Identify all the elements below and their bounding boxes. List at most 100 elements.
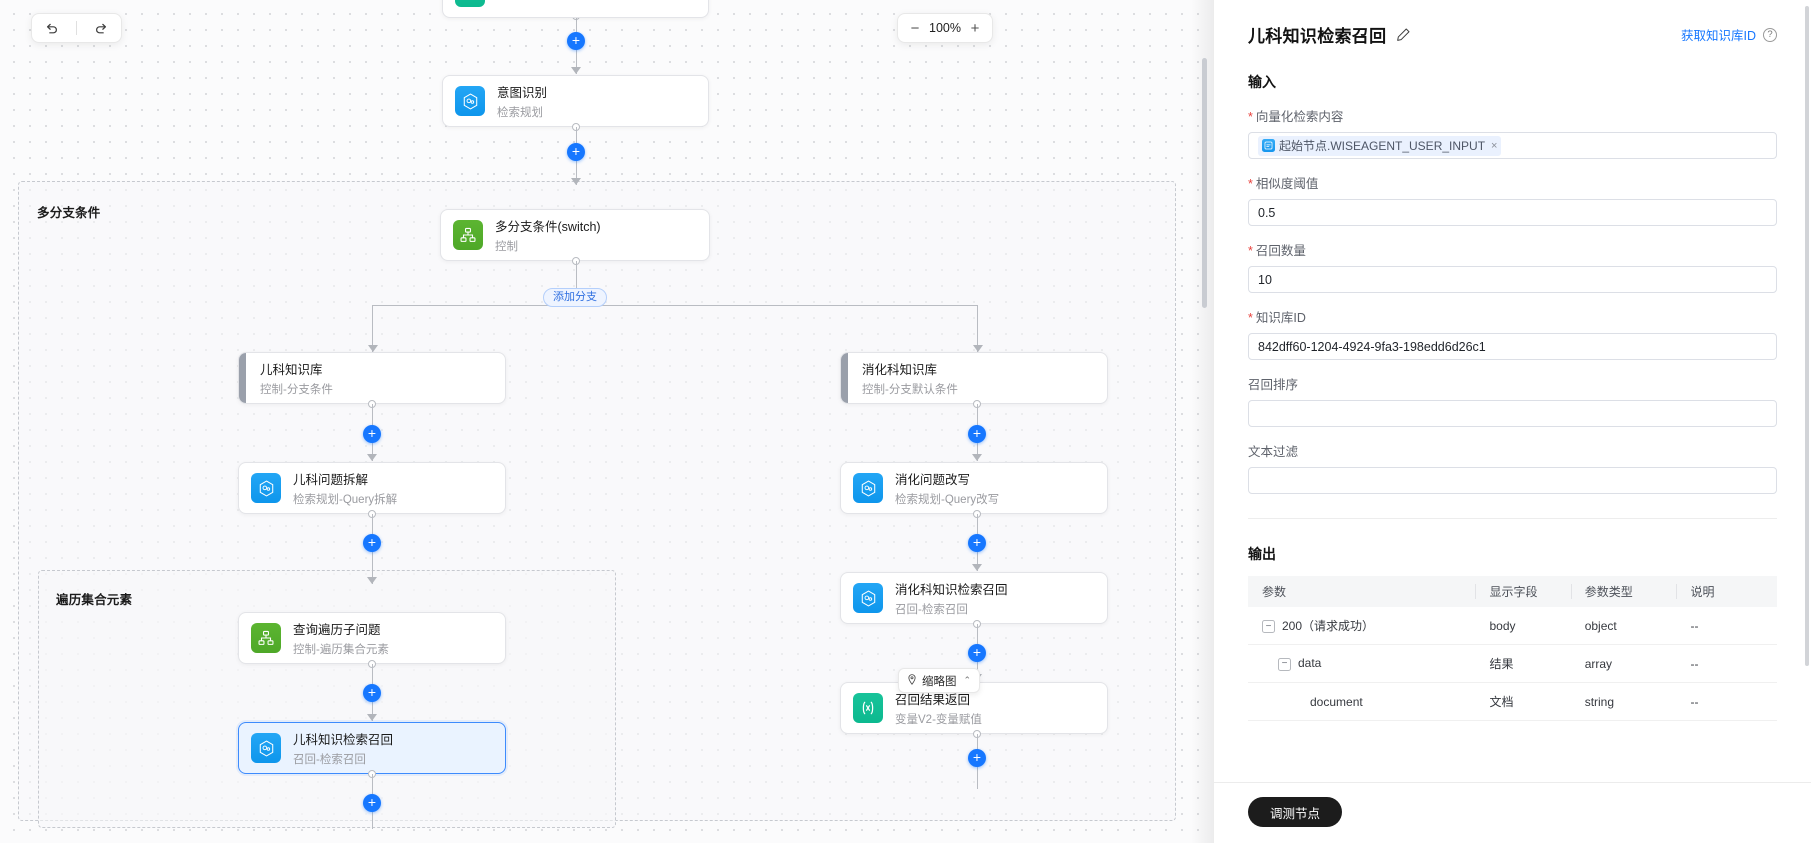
model-icon (455, 86, 485, 116)
vector-search-content-input[interactable]: 起始节点.WISEAGENT_USER_INPUT × (1248, 132, 1777, 159)
question-mark-icon[interactable]: ? (1763, 27, 1777, 42)
pencil-icon[interactable] (1396, 27, 1411, 42)
variable-icon (455, 0, 485, 7)
node-pediatric-knowledge-recall[interactable]: 儿科知识检索召回 召回-检索召回 (238, 722, 506, 774)
panel-footer: 调测节点 (1214, 782, 1811, 843)
zoom-out-button[interactable]: − (910, 19, 920, 37)
recall-sort-input[interactable] (1248, 400, 1777, 427)
add-node-button[interactable]: + (363, 425, 381, 443)
history-toolbar (31, 13, 122, 43)
debug-node-button[interactable]: 调测节点 (1248, 797, 1343, 827)
switch-icon (251, 623, 281, 653)
field-vector-search-content: *向量化检索内容 起始节点.WISEAGENT_USER_INPUT × (1248, 106, 1777, 159)
column-header-display-field: 显示字段 (1475, 576, 1571, 607)
switch-icon (453, 220, 483, 250)
node-title: 变量V2 (497, 0, 537, 2)
collapse-toggle-icon[interactable]: − (1262, 620, 1275, 634)
panel-scrollbar[interactable] (1805, 6, 1809, 666)
node-title: 召回结果返回 (895, 693, 971, 707)
column-header-description: 说明 (1676, 576, 1777, 607)
chevron-up-icon[interactable]: ⌃ (963, 675, 972, 685)
remove-tag-button[interactable]: × (1491, 139, 1498, 152)
required-asterisk: * (1248, 110, 1253, 124)
knowledge-base-id-input[interactable]: 842dff60-1204-4924-9fa3-198edd6d26c1 (1248, 333, 1777, 360)
undo-icon[interactable] (37, 14, 67, 42)
panel-scroll-area[interactable]: 儿科知识检索召回 获取知识库ID ? 输入 *向量化检索内容 (1214, 0, 1811, 782)
page-title: 儿科知识检索召回 (1248, 27, 1387, 46)
model-icon (251, 733, 281, 763)
minimap-toggle[interactable]: 缩略图 ⌃ (898, 668, 981, 693)
required-asterisk: * (1248, 177, 1253, 191)
node-pediatric-kb-branch[interactable]: 儿科知识库 控制-分支条件 (238, 352, 506, 404)
add-node-button[interactable]: + (968, 644, 986, 662)
add-node-button[interactable]: + (567, 32, 585, 50)
edge-arrow (973, 345, 983, 352)
cell-param: document (1248, 682, 1476, 721)
edge-arrow (972, 564, 982, 571)
input-section-title: 输入 (1248, 74, 1276, 90)
add-node-button[interactable]: + (363, 684, 381, 702)
variable-tag-text: 起始节点.WISEAGENT_USER_INPUT (1279, 139, 1486, 153)
add-node-button[interactable]: + (968, 749, 986, 767)
node-title: 意图识别 (497, 86, 548, 100)
minimap-label: 缩略图 (922, 675, 957, 688)
table-header-row: 参数 显示字段 参数类型 说明 (1248, 576, 1777, 607)
add-node-button[interactable]: + (363, 794, 381, 812)
add-branch-button[interactable]: 添加分支 (543, 288, 607, 307)
edge-arrow (367, 714, 377, 721)
node-gastro-knowledge-recall[interactable]: 消化科知识检索召回 召回-检索召回 (840, 572, 1108, 624)
table-row: −200（请求成功） body object -- (1248, 607, 1777, 645)
model-icon (853, 583, 883, 613)
recall-count-input[interactable]: 10 (1248, 266, 1777, 293)
node-foreach-subquestion[interactable]: 查询遍历子问题 控制-遍历集合元素 (238, 612, 506, 664)
variable-tag-icon (1262, 139, 1275, 152)
model-icon (251, 473, 281, 503)
edge (372, 305, 977, 307)
node-subtitle: 检索规划 (497, 107, 543, 119)
add-node-button[interactable]: + (363, 534, 381, 552)
column-header-param: 参数 (1248, 576, 1476, 607)
field-similarity-threshold: *相似度阈值 0.5 (1248, 173, 1777, 226)
text-filter-input[interactable] (1248, 467, 1777, 494)
node-title: 消化科知识检索召回 (895, 583, 1008, 597)
required-asterisk: * (1248, 244, 1253, 258)
variable-assign-icon (853, 693, 883, 723)
edge (575, 261, 577, 306)
output-section-title: 输出 (1248, 546, 1276, 562)
collapse-toggle-icon[interactable]: − (1278, 657, 1291, 671)
node-gastro-kb-branch[interactable]: 消化科知识库 控制-分支默认条件 (840, 352, 1108, 404)
group-foreach (38, 570, 616, 828)
node-intent-recognition[interactable]: 意图识别 检索规划 (442, 75, 709, 127)
cell-display-field: body (1475, 607, 1571, 645)
variable-tag[interactable]: 起始节点.WISEAGENT_USER_INPUT × (1258, 135, 1502, 156)
column-header-param-type: 参数类型 (1570, 576, 1677, 607)
table-row: −data 结果 array -- (1248, 644, 1777, 683)
redo-icon[interactable] (86, 14, 116, 42)
node-gastro-query-rewrite[interactable]: 消化问题改写 检索规划-Query改写 (840, 462, 1108, 514)
model-icon (853, 473, 883, 503)
edge-arrow (367, 454, 377, 461)
node-subtitle: 检索规划-Query改写 (895, 494, 1000, 506)
workflow-canvas[interactable]: − 100% + 多分支条件 遍历集合元素 + 变量V2 (0, 0, 1213, 843)
node-pediatric-query-decompose[interactable]: 儿科问题拆解 检索规划-Query拆解 (238, 462, 506, 514)
field-recall-sort: 召回排序 (1248, 374, 1777, 427)
node-config-panel: 儿科知识检索召回 获取知识库ID ? 输入 *向量化检索内容 (1213, 0, 1811, 843)
get-kb-id-link[interactable]: 获取知识库ID (1680, 29, 1756, 43)
edge (977, 305, 979, 352)
param-name: 200（请求成功） (1282, 619, 1375, 633)
location-pin-icon (907, 673, 917, 688)
add-node-button[interactable]: + (968, 425, 986, 443)
zoom-control: − 100% + (897, 13, 993, 43)
add-node-button[interactable]: + (567, 143, 585, 161)
group-multi-branch-title: 多分支条件 (37, 206, 101, 220)
field-knowledge-base-id: *知识库ID 842dff60-1204-4924-9fa3-198edd6d2… (1248, 307, 1777, 360)
node-title: 多分支条件(switch) (495, 220, 601, 234)
zoom-in-button[interactable]: + (970, 19, 980, 37)
canvas-scrollbar[interactable] (1202, 58, 1207, 308)
edge-arrow (972, 454, 982, 461)
node-variable-v2[interactable]: 变量V2 (442, 0, 709, 18)
similarity-threshold-input[interactable]: 0.5 (1248, 199, 1777, 226)
node-switch[interactable]: 多分支条件(switch) 控制 (440, 209, 710, 261)
node-title: 儿科问题拆解 (293, 473, 369, 487)
add-node-button[interactable]: + (968, 534, 986, 552)
